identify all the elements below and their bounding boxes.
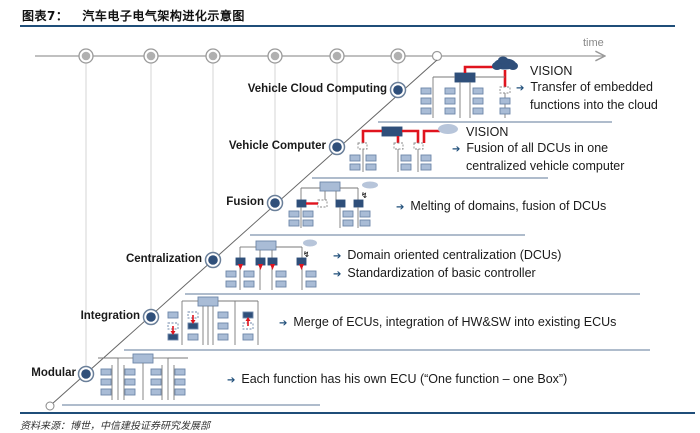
bottom-rule — [20, 412, 695, 414]
ecu-box — [174, 378, 186, 386]
wireless-icon: ↯ — [361, 191, 368, 200]
cloud-icon — [303, 239, 317, 247]
vehicle-computer-topology — [349, 124, 458, 172]
stage-marker-integration — [142, 308, 160, 326]
arrow-icon: ➔ — [279, 318, 288, 329]
stage-separators — [62, 121, 650, 406]
timeline-marker — [329, 48, 345, 64]
timeline-marker-open — [431, 50, 443, 62]
figure-number: 图表7： — [22, 9, 69, 23]
arrow-icon: ➔ — [516, 83, 525, 94]
ecu-box — [150, 388, 162, 396]
source-note: 资料来源：博世，中信建投证券研究发展部 — [20, 421, 210, 432]
ecu-box — [174, 388, 186, 396]
cloud-icon — [492, 56, 518, 70]
timeline-marker — [267, 48, 283, 64]
vehicle-computer-box — [381, 126, 403, 137]
ecu-box — [150, 368, 162, 376]
stage-label-modular: Modular — [31, 367, 76, 379]
timeline-drop-lines — [85, 62, 399, 375]
centralization-topology: ↯ — [225, 239, 317, 290]
stage-marker-fusion — [266, 194, 284, 212]
ecu-box — [100, 388, 112, 396]
stage-markers — [77, 81, 407, 383]
description-modular: ➔Each function has his own ECU (“One fun… — [227, 372, 568, 386]
vision-label: VISION — [530, 64, 573, 78]
central-box — [197, 296, 219, 307]
arrow-icon: ➔ — [452, 144, 461, 155]
description-vehicle-computer: VISION ➔Fusion of all DCUs in one centra… — [452, 125, 625, 173]
central-box — [319, 181, 341, 192]
description-integration: ➔Merge of ECUs, integration of HW&SW int… — [279, 315, 617, 329]
description-vehicle-cloud-computing: VISION ➔Transfer of embedded functions i… — [516, 64, 658, 112]
figure-title: 图表7： 汽车电子电气架构进化示意图 — [22, 7, 245, 24]
stage-marker-vehicle-computer — [328, 138, 346, 156]
stage-marker-modular — [77, 365, 95, 383]
ecu-box — [124, 368, 136, 376]
stage-label-centralization: Centralization — [125, 253, 202, 265]
timeline-marker — [143, 48, 159, 64]
evolution-diagonal — [51, 59, 438, 405]
vehicle-cloud-topology — [420, 56, 518, 118]
modular-topology — [98, 353, 188, 400]
ecu-box — [124, 388, 136, 396]
dcu-box — [267, 257, 278, 266]
description-fusion: ➔Melting of domains, fusion of DCUs — [396, 199, 607, 213]
cloud-icon — [362, 181, 378, 189]
figure-title-text: 汽车电子电气架构进化示意图 — [82, 9, 245, 23]
integration-topology — [167, 296, 259, 345]
dcu-box — [255, 257, 266, 266]
ecu-box — [100, 368, 112, 376]
fusion-topology: ↯ — [288, 181, 378, 228]
vehicle-computer-box — [454, 72, 476, 83]
ecu-box — [100, 378, 112, 386]
arrow-icon: ➔ — [333, 269, 342, 280]
wireless-icon: ↯ — [303, 250, 310, 259]
arrow-icon: ➔ — [396, 202, 405, 213]
origin-marker — [45, 401, 55, 411]
ecu-box — [150, 378, 162, 386]
dcu-box — [296, 257, 307, 266]
stage-label-fusion: Fusion — [226, 196, 264, 208]
cloud-icon — [438, 124, 458, 134]
stage-marker-centralization — [204, 251, 222, 269]
timeline-marker — [78, 48, 94, 64]
stage-label-vehicle-computer: Vehicle Computer — [228, 140, 326, 152]
top-rule — [20, 25, 675, 27]
stage-marker-vehicle-cloud — [389, 81, 407, 99]
central-box — [255, 240, 277, 251]
time-axis-label: time — [583, 37, 604, 49]
stage-label-vehicle-cloud-computing: Vehicle Cloud Computing — [247, 83, 387, 95]
description-centralization: ➔Domain oriented centralization (DCUs) ➔… — [333, 248, 562, 280]
ecu-box — [124, 378, 136, 386]
timeline-marker — [390, 48, 406, 64]
central-box — [132, 353, 154, 364]
timeline-marker — [205, 48, 221, 64]
dcu-box — [235, 257, 246, 266]
arrow-icon: ➔ — [333, 251, 342, 262]
timeline-markers — [78, 48, 443, 64]
ecu-box — [174, 368, 186, 376]
stage-label-integration: Integration — [80, 310, 140, 322]
arrow-icon: ➔ — [227, 375, 236, 386]
vision-label: VISION — [466, 125, 509, 139]
